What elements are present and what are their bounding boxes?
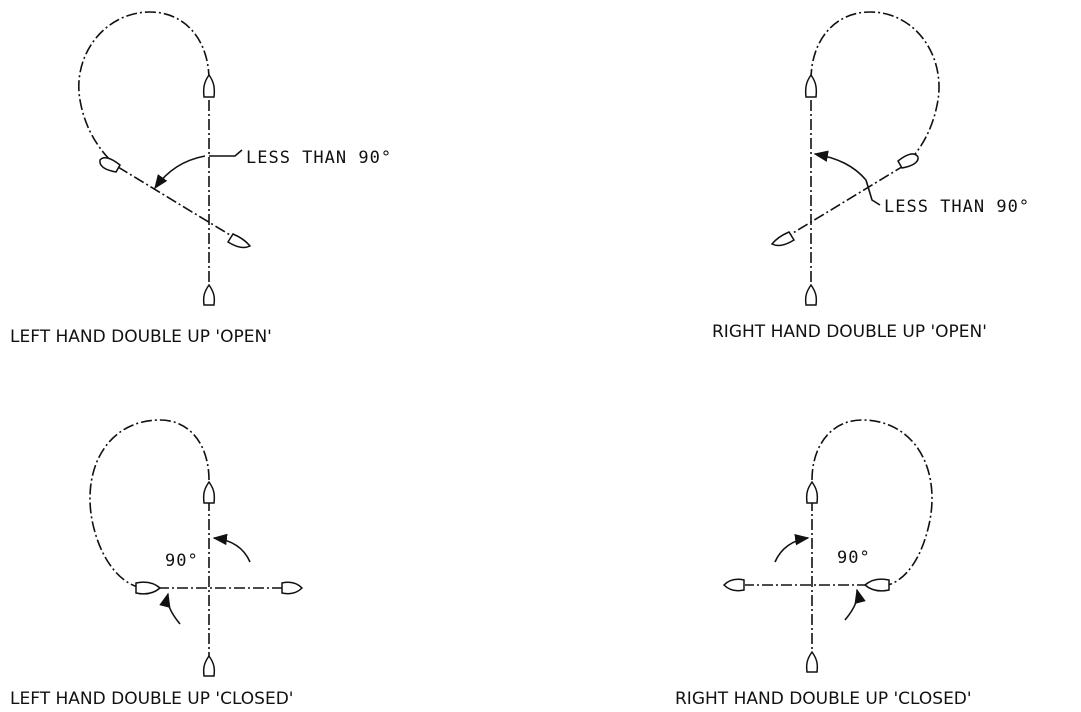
turn-path	[78, 11, 210, 163]
angle-arrow	[212, 533, 251, 563]
panel-left-open: LESS THAN 90° LEFT HAND DOUBLE UP 'OPEN'	[10, 11, 392, 347]
angle-arrow	[813, 150, 867, 181]
boat-icon	[805, 480, 819, 504]
boat-icon	[805, 650, 819, 673]
course-line-diagonal	[787, 164, 906, 237]
panel-right-open: LESS THAN 90° RIGHT HAND DOUBLE UP 'OPEN…	[712, 11, 1030, 342]
boat-icon	[202, 73, 216, 98]
boat-icon	[202, 283, 216, 306]
angle-label: LESS THAN 90°	[884, 197, 1030, 217]
panel-left-closed: 90° LEFT HAND DOUBLE UP 'CLOSED'	[10, 419, 304, 709]
caption: LEFT HAND DOUBLE UP 'OPEN'	[10, 327, 272, 347]
boat-icon	[722, 578, 745, 592]
angle-arrow	[159, 592, 181, 625]
boat-icon	[202, 480, 216, 504]
angle-label: 90°	[165, 551, 199, 571]
angle-arrow	[154, 155, 206, 190]
angle-label: LESS THAN 90°	[246, 148, 392, 168]
boat-icon	[863, 578, 890, 592]
caption: RIGHT HAND DOUBLE UP 'CLOSED'	[675, 689, 972, 709]
turn-path	[810, 11, 940, 163]
boat-icon	[804, 73, 818, 98]
boat-icon	[804, 283, 818, 306]
panel-right-closed: 90° RIGHT HAND DOUBLE UP 'CLOSED'	[675, 419, 972, 709]
boat-icon	[135, 581, 162, 595]
boat-icon	[770, 231, 796, 247]
course-line-diagonal	[117, 166, 236, 239]
turn-path	[89, 419, 210, 588]
angle-label: 90°	[837, 548, 871, 568]
caption: LEFT HAND DOUBLE UP 'CLOSED'	[10, 689, 293, 709]
angle-arrow	[774, 534, 810, 563]
turn-path	[811, 419, 933, 586]
boat-icon	[202, 654, 216, 677]
angle-arrow	[844, 588, 866, 621]
boat-icon	[226, 233, 252, 249]
leader-line	[209, 149, 243, 157]
boat-icon	[99, 156, 121, 173]
leader-line	[865, 179, 881, 206]
boat-icon	[897, 153, 919, 169]
boat-icon	[281, 581, 304, 595]
caption: RIGHT HAND DOUBLE UP 'OPEN'	[712, 322, 987, 342]
